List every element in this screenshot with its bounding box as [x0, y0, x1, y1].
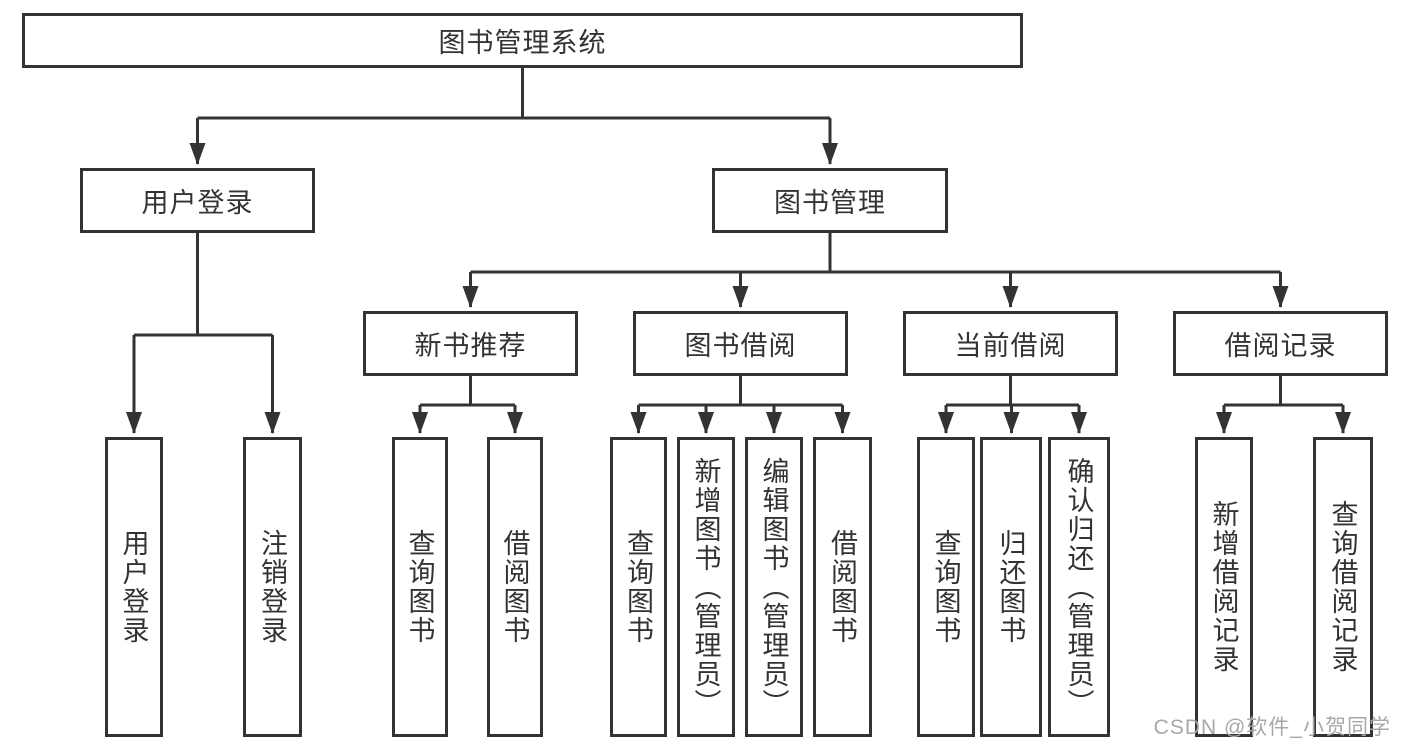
node-book-borrowing: 图书借阅 — [633, 311, 848, 376]
leaf-return-books: 归还图书 — [980, 437, 1042, 737]
node-label: 用户登录 — [118, 529, 149, 645]
node-label: 编辑图书（管理员） — [758, 456, 789, 718]
node-label: 图书借阅 — [684, 331, 797, 361]
node-label: 当前借阅 — [954, 331, 1067, 361]
leaf-query-books-recommend: 查询图书 — [392, 437, 448, 737]
leaf-borrow-books-borrowing: 借阅图书 — [813, 437, 872, 737]
node-label: 借阅图书 — [827, 529, 857, 645]
node-label: 归还图书 — [995, 529, 1026, 645]
leaf-add-books-admin: 新增图书（管理员） — [677, 437, 735, 737]
node-label: 查询图书 — [930, 529, 961, 645]
node-book-management: 图书管理 — [712, 168, 948, 233]
node-label: 借阅图书 — [499, 529, 530, 645]
node-label: 注销登录 — [257, 529, 287, 645]
node-label: 新增图书（管理员） — [690, 456, 721, 718]
node-library-management-system: 图书管理系统 — [22, 13, 1023, 68]
node-label: 查询图书 — [404, 529, 435, 645]
node-label: 新书推荐 — [414, 331, 527, 361]
node-label: 确认归还（管理员） — [1063, 456, 1094, 718]
node-user-login: 用户登录 — [80, 168, 315, 233]
leaf-confirm-return-admin: 确认归还（管理员） — [1048, 437, 1110, 737]
leaf-logout: 注销登录 — [243, 437, 302, 737]
node-label: 查询图书 — [623, 529, 653, 645]
leaf-edit-books-admin: 编辑图书（管理员） — [745, 437, 803, 737]
node-new-book-recommendation: 新书推荐 — [363, 311, 578, 376]
connector-arrows — [126, 118, 1351, 434]
node-current-borrowing: 当前借阅 — [903, 311, 1118, 376]
leaf-query-books-current: 查询图书 — [917, 437, 975, 737]
leaf-query-borrowing-record: 查询借阅记录 — [1313, 437, 1373, 737]
node-label: 图书管理 — [774, 188, 886, 218]
node-label: 查询借阅记录 — [1327, 500, 1358, 674]
csdn-watermark: CSDN @软件_小贺同学 — [1153, 716, 1391, 739]
leaf-query-books-borrowing: 查询图书 — [610, 437, 667, 737]
leaf-borrow-books-recommend: 借阅图书 — [487, 437, 543, 737]
node-label: 用户登录 — [141, 188, 254, 218]
node-borrowing-records: 借阅记录 — [1173, 311, 1388, 376]
leaf-user-login: 用户登录 — [105, 437, 163, 737]
node-label: 图书管理系统 — [438, 28, 607, 58]
node-label: 借阅记录 — [1224, 331, 1337, 361]
node-label: 新增借阅记录 — [1208, 500, 1239, 674]
leaf-add-borrowing-record: 新增借阅记录 — [1195, 437, 1253, 737]
